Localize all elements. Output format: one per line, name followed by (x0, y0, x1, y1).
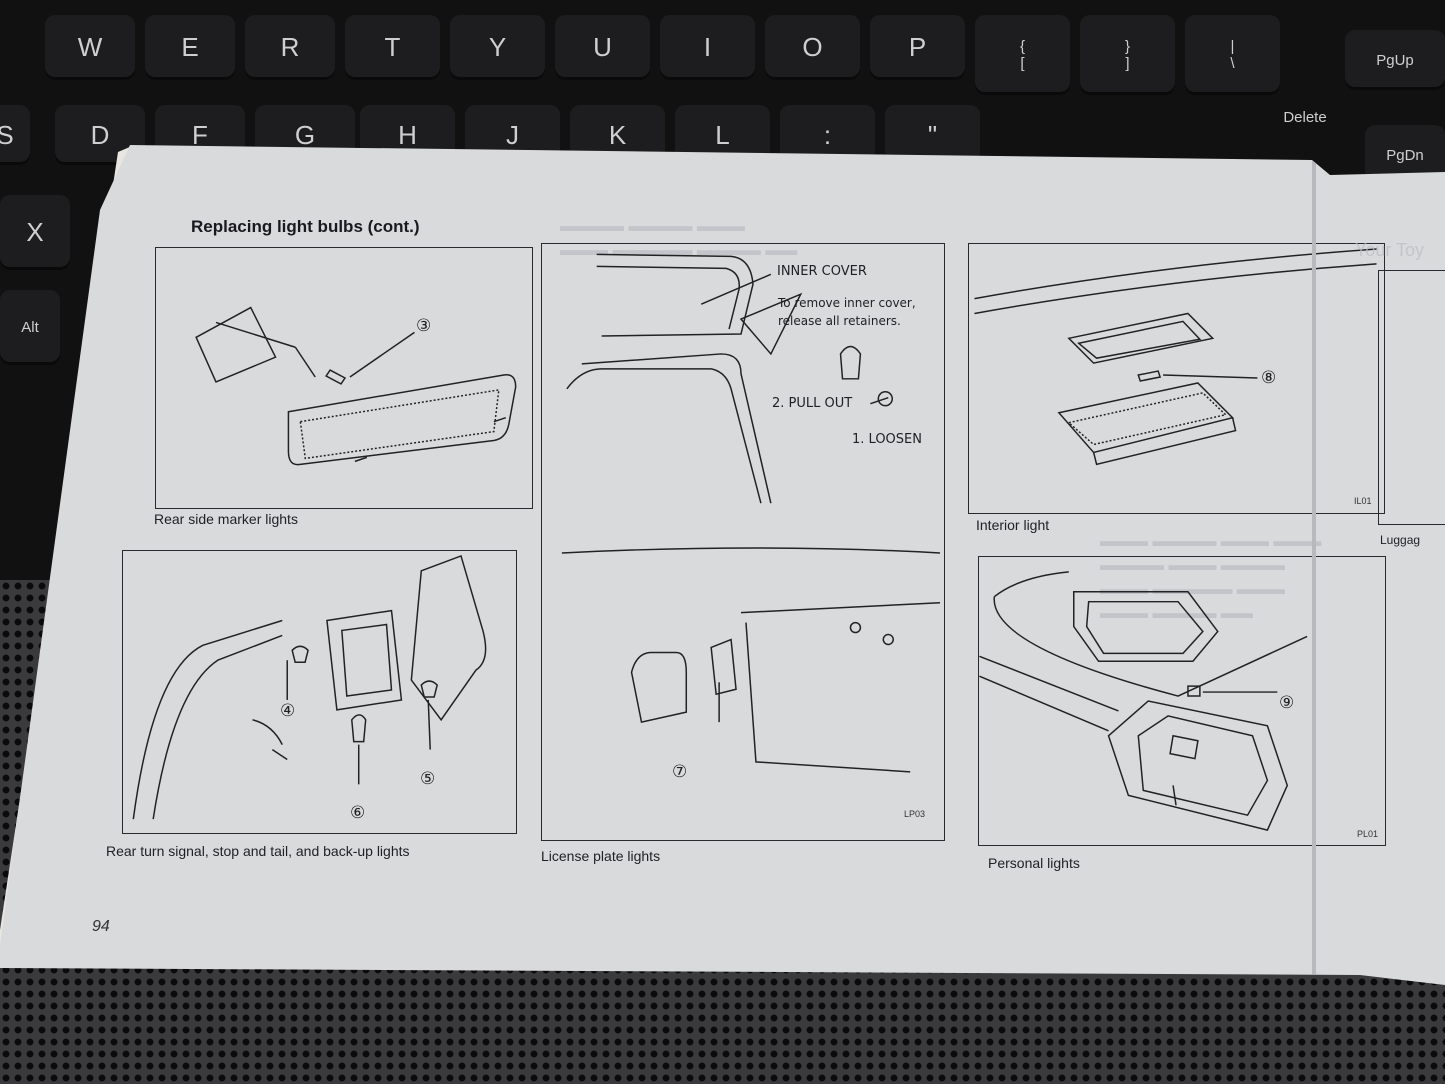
key-label: H (398, 119, 417, 150)
key-label: L (715, 119, 730, 150)
rear-turn-signal-illustration (132, 554, 487, 820)
figure-code: PL01 (1357, 829, 1379, 839)
personal-lights-illustration (979, 571, 1308, 831)
caption-rear-turn-signal: Rear turn signal, stop and tail, and bac… (106, 843, 410, 859)
caption-personal-lights: Personal lights (988, 855, 1080, 871)
key-label: S (0, 119, 14, 150)
interior-light-illustration (974, 248, 1377, 466)
caption-rear-side-marker: Rear side marker lights (154, 511, 298, 527)
key-label: U (593, 32, 612, 62)
figure-code: LP03 (904, 809, 926, 819)
key-e[interactable]: E (145, 15, 235, 80)
key-label: I (703, 32, 712, 62)
key-w[interactable]: W (45, 15, 135, 80)
figure-license-plate: INNER COVER To remove inner cover, relea… (541, 243, 945, 841)
key-p[interactable]: P (870, 15, 965, 80)
key-brace-close[interactable]: }] (1080, 15, 1175, 95)
key-label: | (1230, 38, 1235, 55)
key-label: \ (1230, 55, 1235, 72)
key-label: R (280, 32, 300, 62)
caption-license-plate: License plate lights (541, 848, 661, 864)
next-page-heading: Your Toy (1355, 240, 1425, 260)
callout-3: ③ (416, 316, 432, 335)
key-label: } (1124, 38, 1130, 55)
figure-rear-side-marker: ③ (155, 247, 533, 509)
figure-personal-lights: ⑨ PL01 (978, 556, 1386, 846)
key-label: T (384, 32, 401, 62)
callout-4: ④ (280, 701, 296, 720)
key-i[interactable]: I (660, 15, 755, 80)
page-number: 94 (92, 918, 110, 935)
book-gutter (1312, 160, 1316, 975)
key-label: Alt (21, 319, 39, 336)
label-note-line1: To remove inner cover, (778, 296, 916, 310)
key-delete[interactable]: Delete (1250, 90, 1360, 145)
key-label: ] (1125, 55, 1130, 72)
key-y[interactable]: Y (450, 15, 545, 80)
key-label: G (294, 119, 316, 150)
key-label: Y (488, 32, 507, 62)
key-u[interactable]: U (555, 15, 650, 80)
key-label: O (802, 32, 823, 62)
label-pull-out: 2. PULL OUT (772, 396, 853, 411)
key-label: E (181, 32, 199, 62)
label-loosen: 1. LOOSEN (852, 432, 922, 447)
key-label: " (927, 119, 938, 150)
key-o[interactable]: O (765, 15, 860, 80)
callout-8: ⑧ (1261, 368, 1277, 387)
next-page-caption: Luggag (1380, 533, 1421, 547)
key-brace-open[interactable]: {[ (975, 15, 1070, 95)
label-note-line2: release all retainers. (778, 314, 901, 328)
caption-interior-light: Interior light (976, 517, 1050, 533)
next-page-figure (1378, 270, 1445, 525)
bleed-through-text: ▬▬▬ ▬▬▬▬ ▬▬▬ ▬▬▬▬▬▬▬ ▬▬▬ ▬▬▬▬▬▬▬ ▬▬▬▬▬ ▬… (1100, 533, 1322, 622)
callout-9: ⑨ (1279, 693, 1295, 712)
rear-side-marker-illustration (195, 306, 517, 466)
callout-6: ⑥ (350, 803, 366, 822)
figure-rear-turn-signal: ④ ⑤ ⑥ (122, 550, 517, 834)
callout-5: ⑤ (420, 769, 436, 788)
key-x[interactable]: X (0, 195, 70, 270)
figure-interior-light: ⑧ IL01 (968, 243, 1385, 514)
key-label: PgUp (1376, 51, 1414, 69)
key-t[interactable]: T (345, 15, 440, 80)
key-s[interactable]: S (0, 105, 30, 165)
key-label: [ (1020, 55, 1025, 72)
callout-7: ⑦ (672, 762, 688, 781)
key-label: J (506, 119, 519, 150)
figure-code: IL01 (1354, 496, 1372, 506)
key-pgup[interactable]: PgUp (1345, 30, 1445, 90)
key-label: F (192, 119, 208, 150)
key-label: { (1019, 38, 1025, 55)
key-label: W (77, 32, 103, 62)
label-inner-cover: INNER COVER (777, 264, 867, 279)
page-title: Replacing light bulbs (cont.) (191, 217, 420, 236)
key-label: : (823, 119, 832, 150)
key-label: X (26, 217, 44, 247)
key-alt[interactable]: Alt (0, 290, 60, 365)
key-label: PgDn (1386, 146, 1424, 164)
key-pipe[interactable]: |\ (1185, 15, 1280, 95)
license-plate-illustration (561, 253, 941, 773)
key-label: K (608, 119, 627, 150)
key-label: P (908, 32, 927, 62)
key-label: D (90, 119, 110, 150)
key-label: Delete (1283, 109, 1327, 126)
key-r[interactable]: R (245, 15, 335, 80)
